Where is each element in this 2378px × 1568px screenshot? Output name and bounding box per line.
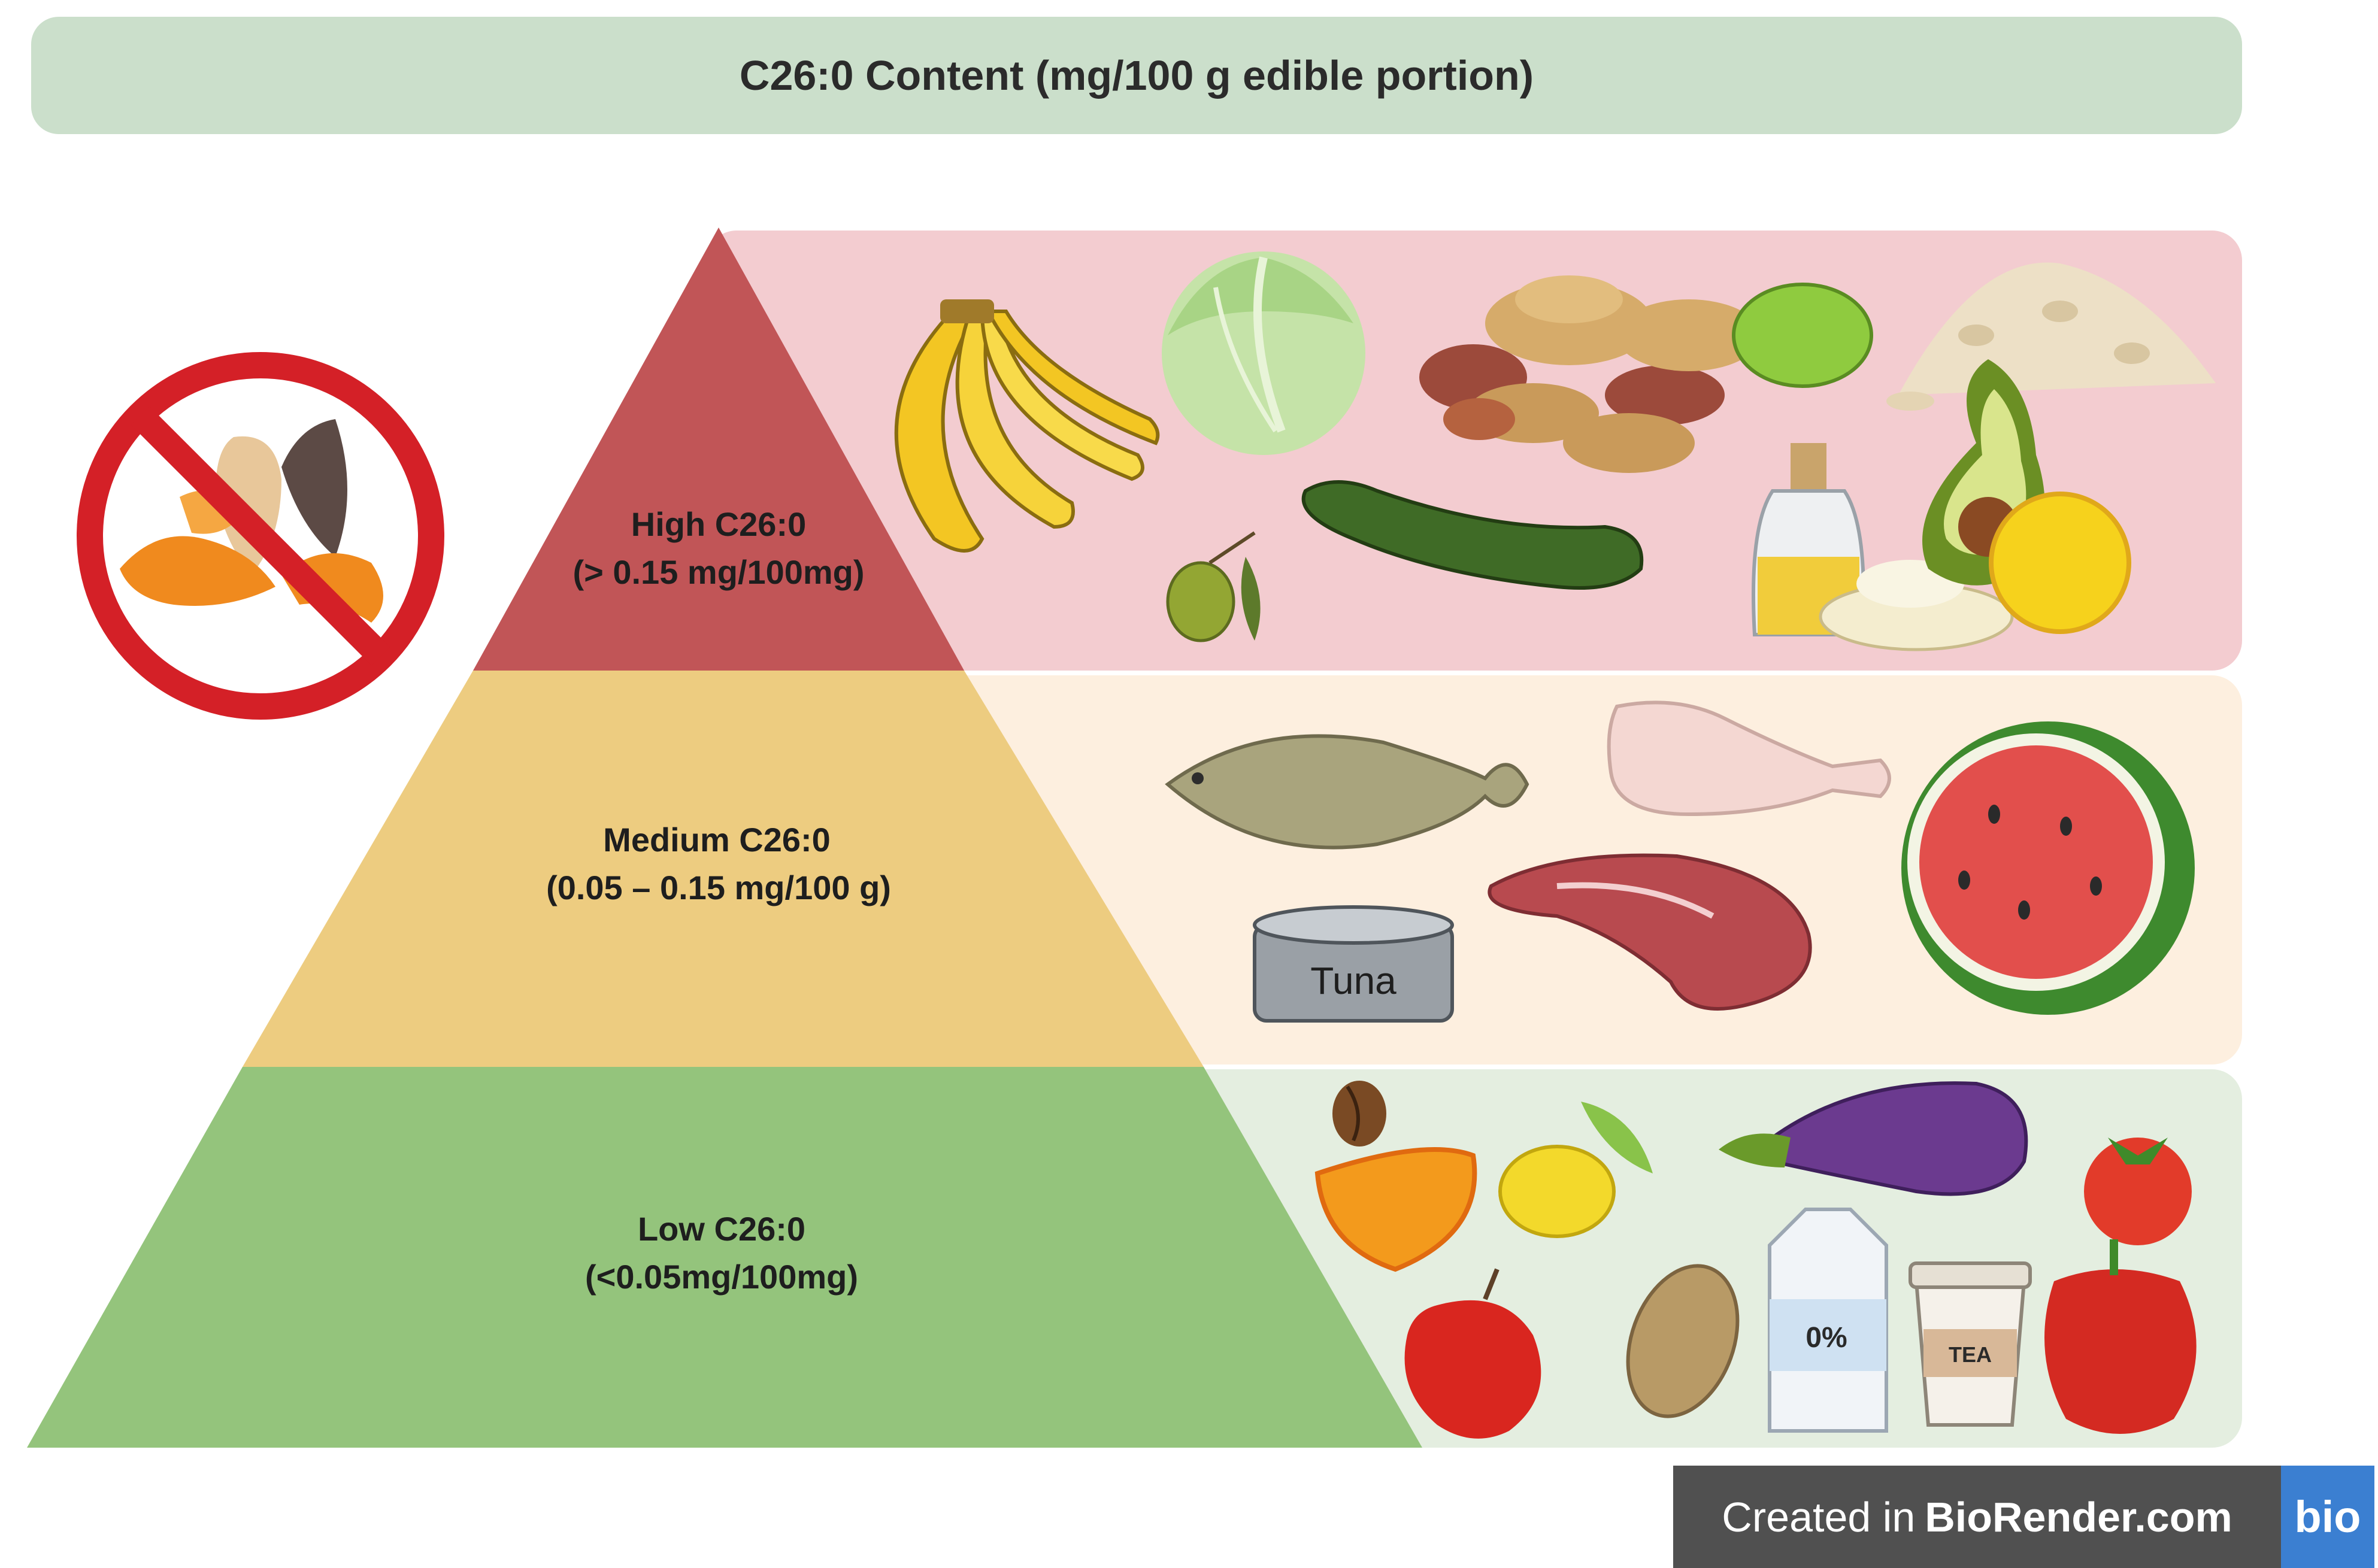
tomato-icon [2084,1138,2192,1245]
potato-icon [1626,1264,1740,1418]
tea-cup-icon: TEA [1909,1261,2032,1427]
biorender-logo-icon: bio [2281,1466,2374,1568]
high-tier-range: (> 0.15 mg/100mg) [572,553,864,591]
red-pepper-icon [2044,1239,2197,1434]
credit-text: Created in BioRender.com [1673,1466,2281,1568]
peanuts-icon [1419,275,1761,473]
medium-tier-range: (0.05 – 0.15 mg/100 g) [546,869,891,906]
milk-carton-icon: 0% [1768,1208,1888,1433]
prohibited-nuts-seeds-citrus-peel-icon [77,352,444,720]
beef-steak-icon [1488,853,1812,1011]
olive-icon [1166,531,1261,642]
tuna-can-label: Tuna [1310,959,1396,1002]
flounder-fish-icon [1165,734,1529,850]
chicken-leg-icon [1607,700,1891,817]
medium-tier-name: Medium C26:0 [603,821,831,859]
lemon-icon [1498,1102,1653,1238]
coffee-bean-icon [1332,1081,1386,1147]
milk-carton-label: 0% [1806,1322,1847,1354]
cabbage-icon [1162,251,1365,455]
banana-icon [894,299,1160,553]
low-tier-name: Low C26:0 [638,1210,805,1248]
pyramid-medium-tier [243,671,1204,1067]
low-tier-range: (<0.05mg/100mg) [585,1258,858,1296]
watermelon-icon [1901,721,2195,1015]
melon-icon [1989,492,2131,634]
biorender-credit: Created in BioRender.com bio [1673,1466,2378,1568]
orange-slice-icon [1314,1147,1477,1272]
credit-brand: BioRender.com [1925,1493,2232,1540]
lima-bean-icon [1732,283,1873,388]
credit-prefix: Created in [1722,1493,1916,1540]
header-title: C26:0 Content (mg/100 g edible portion) [739,52,1534,99]
high-tier-name: High C26:0 [631,505,807,543]
pyramid-high-tier [473,228,964,671]
pyramid-low-tier [27,1067,1422,1448]
tea-cup-label: TEA [1949,1342,1992,1367]
zucchini-icon [1301,480,1644,590]
apple-icon [1404,1268,1541,1439]
tuna-can-icon: Tuna [1253,905,1454,1023]
oats-icon [1886,262,2216,411]
header-banner: C26:0 Content (mg/100 g edible portion) [31,17,2242,134]
eggplant-icon [1719,1081,2028,1196]
